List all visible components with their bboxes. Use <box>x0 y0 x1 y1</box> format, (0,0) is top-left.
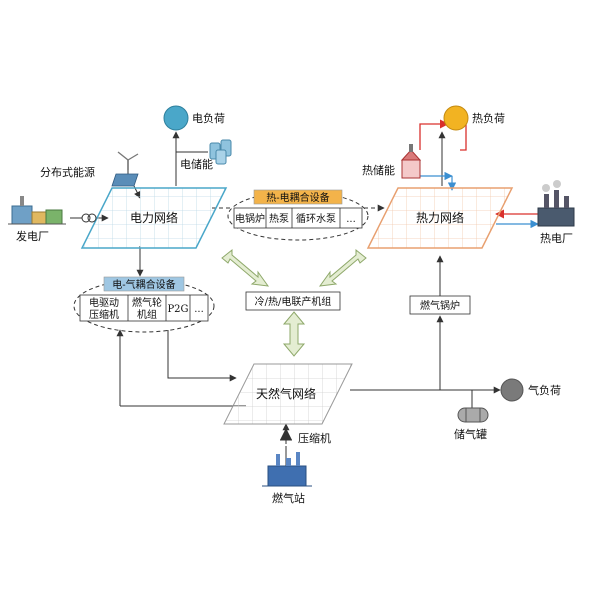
heat-storage-icon <box>400 144 422 179</box>
battery-icon <box>209 139 232 165</box>
electric-load: 电负荷 <box>163 105 225 131</box>
factory-icon <box>8 196 66 225</box>
heat-plant-label: 热电厂 <box>540 232 573 245</box>
heat-load-icon <box>443 105 469 131</box>
gas-boiler-box: 燃气锅炉 <box>409 295 471 315</box>
gas-station-icon <box>262 452 312 487</box>
heat-item-2: 循环水泵 <box>296 212 336 225</box>
heat-item-1: 热泵 <box>269 212 289 225</box>
compressor-label: 压缩机 <box>298 431 331 445</box>
heat-load: 热负荷 <box>443 105 505 131</box>
gas-tank-icon <box>457 407 489 423</box>
gas-grid-label: 天然气网络 <box>256 386 316 401</box>
gas-load: 气负荷 <box>500 378 561 402</box>
electric-load-label: 电负荷 <box>192 111 225 125</box>
gas-item-0-line2: 压缩机 <box>89 308 119 321</box>
heat-grid-label: 热力网络 <box>416 210 464 225</box>
heat-item-3: ... <box>346 214 356 225</box>
distributed-energy-label: 分布式能源 <box>40 165 95 179</box>
double-arrow-left <box>221 248 270 287</box>
electric-storage-label: 电储能 <box>180 157 213 171</box>
gas-load-icon <box>500 378 524 402</box>
red-arrow-return <box>460 124 467 151</box>
heat-item-0: 电锅炉 <box>235 212 265 225</box>
gas-coupling-group: 电-气耦合设备 电驱动 压缩机 燃气轮 机组 P2G ... <box>73 276 215 333</box>
solar-panel-icon <box>111 173 139 187</box>
link-gasturbine-gasgrid <box>167 330 237 382</box>
heat-load-label: 热负荷 <box>472 111 505 125</box>
cchp-box: 冷/热/电联产机组 <box>245 291 341 311</box>
gas-item-0-line1: 电驱动 <box>89 296 119 309</box>
gas-coupling-title-box <box>103 276 185 292</box>
electric-load-icon <box>163 105 189 131</box>
heat-grid: 热力网络 <box>366 187 514 249</box>
heat-coupling-title: 热-电耦合设备 <box>266 191 329 204</box>
gas-grid: 天然气网络 <box>223 363 353 425</box>
power-grid-label: 电力网络 <box>130 210 178 225</box>
gas-item-2: P2G <box>167 304 188 315</box>
cchp-label: 冷/热/电联产机组 <box>255 295 332 308</box>
gas-item-3: ... <box>194 304 204 315</box>
gas-load-label: 气负荷 <box>528 383 561 397</box>
compressor-icon <box>280 428 292 441</box>
gas-item-1-line1: 燃气轮 <box>132 296 162 309</box>
double-arrow-vertical <box>282 311 306 357</box>
gas-boiler-label: 燃气锅炉 <box>420 299 460 312</box>
gas-tank-label: 储气罐 <box>454 427 487 441</box>
chimney-plant-icon <box>537 180 575 227</box>
red-arrow-storage-hload <box>419 119 449 150</box>
double-arrow-right <box>318 248 367 287</box>
power-grid: 电力网络 <box>80 187 228 249</box>
transformer-icon <box>81 213 97 223</box>
heat-storage-label: 热储能 <box>362 163 395 177</box>
heat-coupling-title-box <box>253 189 343 205</box>
power-plant-label: 发电厂 <box>16 229 49 243</box>
gas-station-label: 燃气站 <box>272 491 305 505</box>
gas-coupling-title: 电-气耦合设备 <box>112 278 175 291</box>
heat-coupling-group: 热-电耦合设备 电锅炉 热泵 循环水泵 ... <box>227 189 369 241</box>
gas-item-1-line2: 机组 <box>137 308 157 321</box>
